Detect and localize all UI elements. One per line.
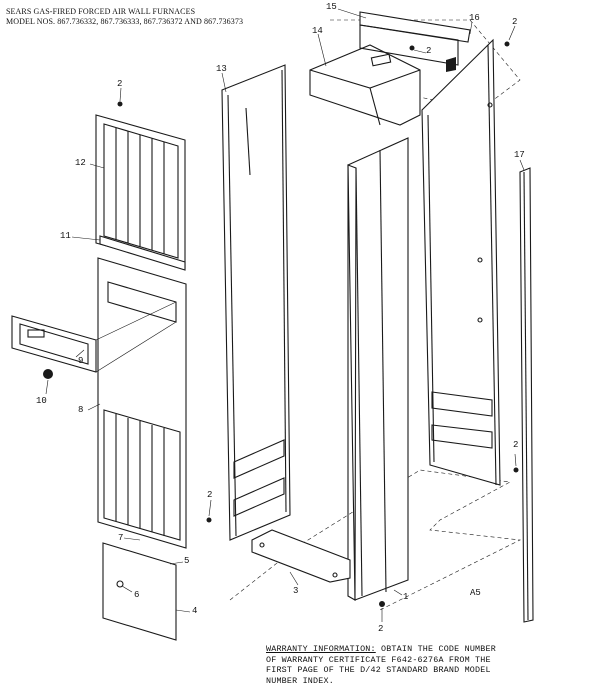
callout-9: 9 (78, 356, 84, 366)
warranty-note: WARRANTY INFORMATION: OBTAIN THE CODE NU… (266, 644, 606, 686)
top-box-14 (309, 44, 421, 126)
trim-strip-17 (519, 167, 534, 623)
callout-10: 10 (36, 396, 47, 406)
screws-2 (117, 41, 519, 607)
front-panel-8 (97, 257, 187, 549)
callout-14: 14 (312, 26, 323, 36)
callout-1: 1 (403, 592, 409, 602)
warranty-line-3: FIRST PAGE OF THE D/42 STANDARD BRAND MO… (266, 665, 491, 675)
top-outline (330, 19, 521, 111)
rear-panel-13 (221, 64, 291, 541)
warranty-title: WARRANTY INFORMATION: (266, 644, 376, 654)
callout-6: 6 (134, 590, 140, 600)
callout-5: 5 (184, 556, 190, 566)
callout-4: 4 (192, 606, 198, 616)
callout-11: 11 (60, 231, 71, 241)
right-side-panel-16 (421, 38, 501, 486)
warranty-line-1: OBTAIN THE CODE NUMBER (380, 644, 496, 654)
callout-3: 3 (293, 586, 299, 596)
knob-10 (43, 369, 53, 379)
warranty-line-2: OF WARRANTY CERTIFICATE F642-6276A FROM … (266, 654, 491, 665)
callout-8: 8 (78, 405, 84, 415)
warranty-line-4: NUMBER INDEX. (266, 675, 334, 686)
callout-2-left-screw: 2 (207, 490, 213, 500)
callout-17: 17 (514, 150, 525, 160)
upper-grille-12 (95, 114, 186, 269)
callout-2-right-screw: 2 (513, 440, 519, 450)
bottom-bracket-3 (251, 529, 351, 583)
diagram-title: SEARS GAS-FIRED FORCED AIR WALL FURNACES (6, 7, 196, 16)
leader-lines (45, 8, 525, 622)
main-cabinet-1 (347, 137, 409, 601)
grille-bracket-11 (99, 235, 186, 271)
diagram-code: A5 (470, 588, 481, 598)
callout-2-top-right-screw: 2 (512, 17, 518, 27)
callout-2-grille-screw: 2 (117, 79, 123, 89)
callout-2-top-box-screw: 2 (426, 46, 432, 56)
callout-7: 7 (118, 533, 124, 543)
callout-15: 15 (326, 2, 337, 12)
callout-13: 13 (216, 64, 227, 74)
callout-12: 12 (75, 158, 86, 168)
access-panel-4 (102, 542, 177, 641)
floor-outline (229, 469, 522, 611)
callout-2-bottom-screw: 2 (378, 624, 384, 634)
control-panel-9 (11, 301, 177, 373)
top-bracket-15 (359, 11, 471, 72)
model-numbers: MODEL NOS. 867.736332, 867.736333, 867.7… (6, 17, 244, 26)
callout-16: 16 (469, 13, 480, 23)
